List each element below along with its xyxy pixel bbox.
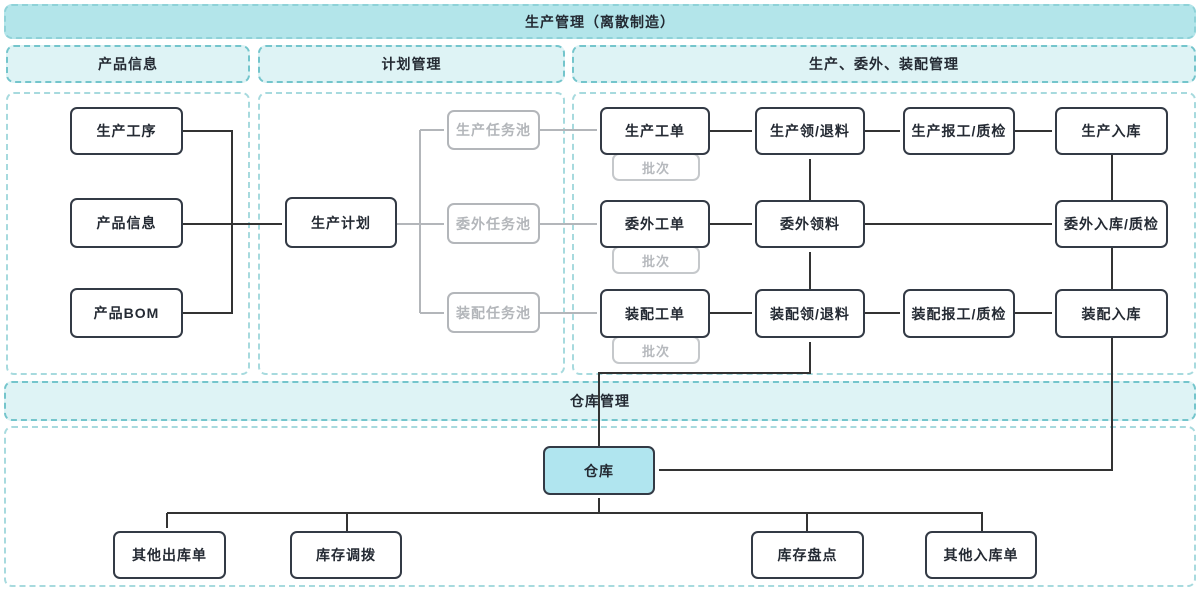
node-assembly-issue-return: 装配领/退料 — [755, 289, 865, 338]
node-label: 产品BOM — [93, 305, 160, 321]
node-label: 装配领/退料 — [770, 305, 850, 322]
node-other-inbound: 其他入库单 — [925, 531, 1037, 579]
node-label: 仓库 — [584, 462, 614, 479]
node-label: 库存调拨 — [316, 547, 376, 563]
node-label: 批次 — [641, 253, 670, 269]
node-label: 委外任务池 — [456, 215, 531, 232]
node-label: 生产任务池 — [456, 122, 531, 138]
node-label: 生产领/退料 — [770, 123, 850, 139]
node-production-task-pool: 生产任务池 — [447, 110, 540, 150]
node-label: 生产报工/质检 — [911, 123, 1007, 139]
section-header-product-info: 产品信息 — [6, 45, 250, 83]
section-header-production-mgmt: 生产、委外、装配管理 — [572, 45, 1196, 83]
node-label: 生产工单 — [625, 123, 685, 139]
node-other-outbound: 其他出库单 — [113, 531, 226, 579]
node-production-batch: 批次 — [612, 153, 700, 181]
node-label: 库存盘点 — [777, 547, 838, 563]
node-outsource-issue: 委外领料 — [755, 200, 865, 248]
node-outsource-task-pool: 委外任务池 — [447, 203, 540, 244]
node-label: 产品信息 — [96, 215, 157, 231]
node-label: 装配入库 — [1081, 305, 1142, 322]
node-label: 委外工单 — [625, 216, 685, 232]
banner: 生产管理（离散制造） — [4, 4, 1196, 39]
node-label: 装配工单 — [625, 305, 685, 322]
node-label: 生产入库 — [1081, 123, 1142, 139]
node-assembly-task-pool: 装配任务池 — [447, 292, 540, 333]
section-title: 计划管理 — [381, 56, 442, 72]
node-label: 生产工序 — [96, 123, 157, 139]
section-header-warehouse-mgmt: 仓库管理 — [4, 381, 1196, 421]
node-label: 批次 — [641, 343, 670, 359]
node-label: 批次 — [641, 160, 670, 176]
node-product-info: 产品信息 — [70, 198, 183, 248]
node-outsource-order: 委外工单 — [600, 200, 710, 248]
node-label: 装配报工/质检 — [911, 305, 1007, 322]
node-label: 其他入库单 — [943, 547, 1019, 563]
node-production-inbound: 生产入库 — [1055, 107, 1168, 155]
section-title: 产品信息 — [98, 56, 158, 72]
node-assembly-inbound: 装配入库 — [1055, 289, 1168, 338]
node-assembly-report-qc: 装配报工/质检 — [903, 289, 1015, 338]
node-production-issue-return: 生产领/退料 — [755, 107, 865, 155]
node-label: 装配任务池 — [456, 304, 531, 321]
node-stock-transfer: 库存调拨 — [290, 531, 402, 579]
node-warehouse: 仓库 — [543, 446, 655, 495]
section-title: 生产、委外、装配管理 — [809, 56, 959, 72]
node-product-bom: 产品BOM — [70, 288, 183, 338]
zone-plan-mgmt — [258, 92, 565, 375]
node-production-process: 生产工序 — [70, 107, 183, 155]
node-outsource-inbound-qc: 委外入库/质检 — [1055, 200, 1168, 248]
zone-product-info — [6, 92, 250, 375]
banner-title: 生产管理（离散制造） — [525, 13, 675, 30]
node-outsource-batch: 批次 — [612, 246, 700, 274]
section-header-plan-mgmt: 计划管理 — [258, 45, 565, 83]
node-label: 委外领料 — [780, 216, 840, 232]
node-production-plan: 生产计划 — [285, 197, 397, 248]
node-stock-count: 库存盘点 — [751, 531, 864, 579]
node-label: 其他出库单 — [132, 547, 207, 563]
section-title: 仓库管理 — [570, 393, 630, 409]
node-label: 委外入库/质检 — [1064, 216, 1159, 232]
node-label: 生产计划 — [311, 214, 371, 231]
node-production-report-qc: 生产报工/质检 — [903, 107, 1015, 155]
node-assembly-order: 装配工单 — [600, 289, 710, 338]
node-assembly-batch: 批次 — [612, 336, 700, 364]
node-production-order: 生产工单 — [600, 107, 710, 155]
